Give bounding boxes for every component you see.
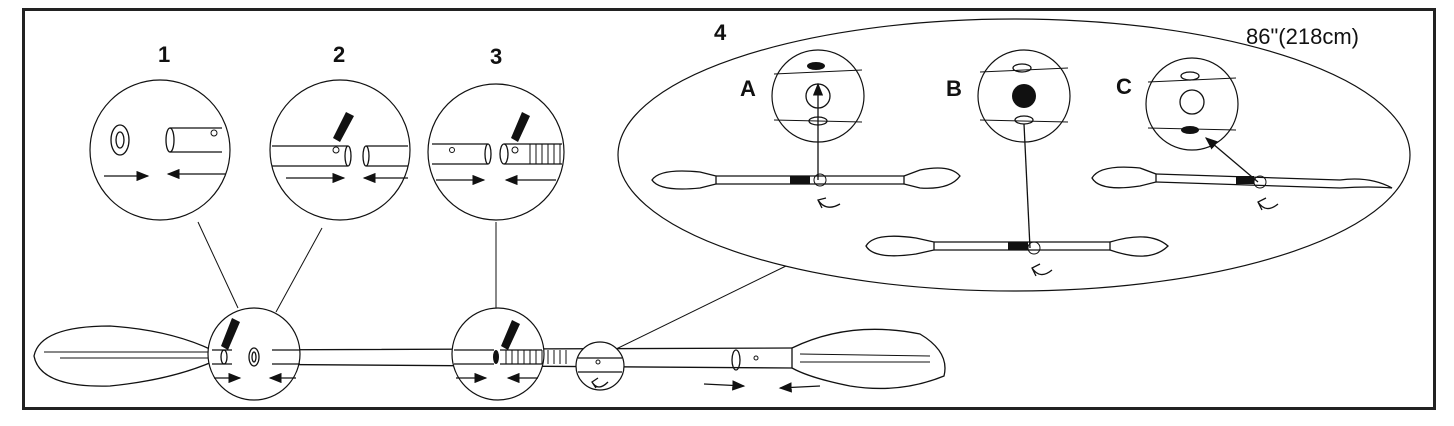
left-blade xyxy=(33,325,213,387)
diagram-frame xyxy=(22,8,1436,410)
option-b-paddle xyxy=(865,235,1169,277)
paddle-length-label: 86"(218cm) xyxy=(1246,24,1359,49)
right-blade xyxy=(791,328,946,390)
step-4-label: 4 xyxy=(714,20,727,45)
step-3-push-arrow xyxy=(511,112,530,142)
main-paddle xyxy=(33,307,946,401)
joint-1-2-push-arrow xyxy=(221,318,240,350)
step-2-callout-line xyxy=(275,227,323,313)
option-a-paddle xyxy=(651,167,961,209)
joint-3-push-arrow xyxy=(501,320,520,350)
step-2-detail xyxy=(269,79,411,221)
option-c-label: C xyxy=(1116,74,1132,99)
step-1-callout-line xyxy=(197,221,239,309)
step-3-label: 3 xyxy=(490,44,502,69)
option-b-label: B xyxy=(946,76,962,101)
option-c-paddle xyxy=(1091,166,1393,211)
step-4-detail: A B C xyxy=(617,18,1411,292)
step-3-detail xyxy=(427,83,565,221)
step-4-callout-line xyxy=(609,265,787,353)
step-1-label: 1 xyxy=(158,42,170,67)
step-1-detail xyxy=(89,79,231,221)
option-a-label: A xyxy=(740,76,756,101)
step-2-label: 2 xyxy=(333,42,345,67)
step-2-push-arrow xyxy=(333,112,354,142)
joint-4-circle xyxy=(575,341,625,391)
